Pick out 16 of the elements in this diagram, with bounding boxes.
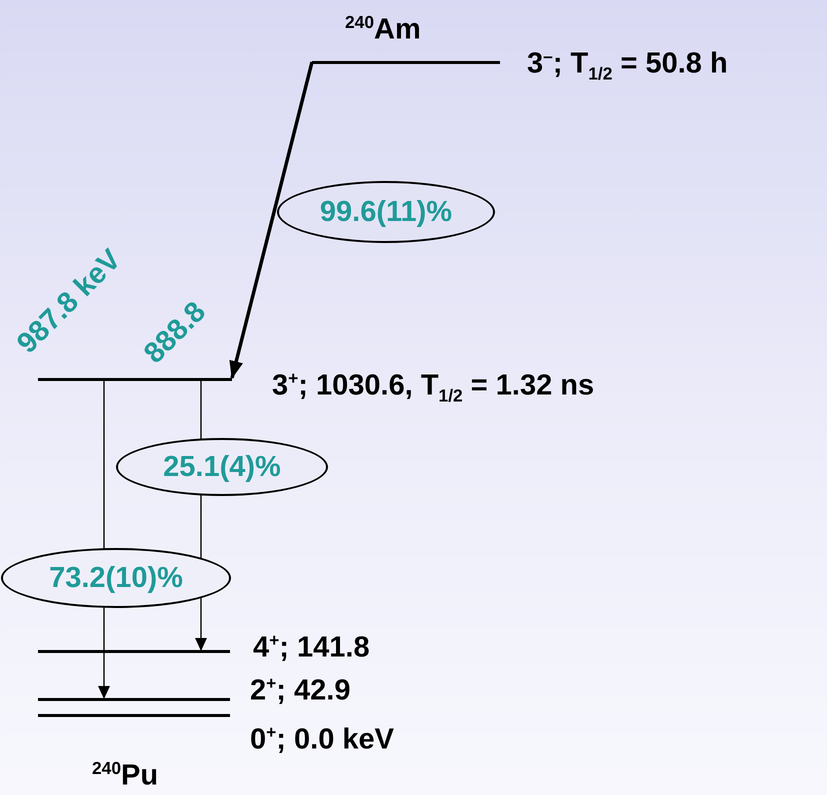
energy-level-line xyxy=(38,650,230,653)
level-label: 0$^{+}$; 0.0 keV xyxy=(250,724,394,755)
energy-level-line xyxy=(38,714,230,717)
level-label: 2$^{+}$; 42.9 xyxy=(250,675,350,706)
edge-label: 25.1(4)% xyxy=(116,438,328,496)
edge-label: 99.6(11)% xyxy=(277,181,495,243)
edge-label: 73.2(10)% xyxy=(1,548,231,608)
arrow xyxy=(229,62,314,379)
energy-level-line xyxy=(312,61,500,64)
level-label: 4$^{+}$; 141.8 xyxy=(253,632,370,663)
isotope-label: $^{240}$Am xyxy=(345,14,421,45)
level-label: 3$^{–}$; T$_{1/2}$ = 50.8 h xyxy=(527,48,728,83)
energy-level-line xyxy=(38,378,232,381)
isotope-label: $^{240}$Pu xyxy=(92,760,158,791)
energy-level-line xyxy=(38,698,230,701)
level-label: 3$^{+}$; 1030.6, T$_{1/2}$ = 1.32 ns xyxy=(272,370,594,405)
